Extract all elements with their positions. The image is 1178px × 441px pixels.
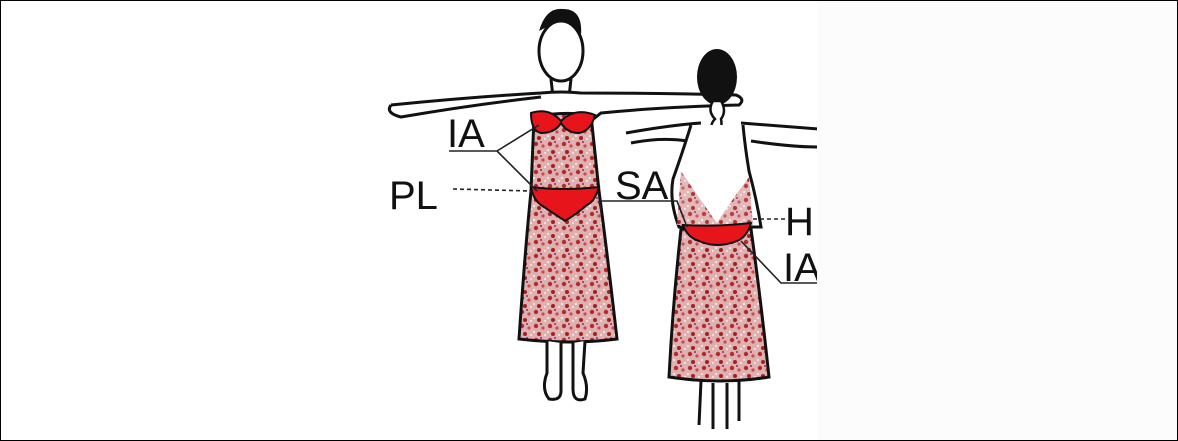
- front-legs: [544, 341, 586, 400]
- back-dress: [669, 229, 769, 381]
- front-dress: [519, 113, 617, 342]
- label-back-ia: IA: [783, 246, 821, 290]
- label-front-sa: SA: [615, 164, 669, 208]
- leader-front-pl: [453, 189, 531, 191]
- label-back-hl: HI: [785, 200, 825, 244]
- label-front-pl: PL: [389, 174, 438, 218]
- back-legs: [699, 381, 739, 429]
- front-head: [539, 21, 583, 81]
- back-head: [697, 49, 737, 105]
- label-front-ia: IA: [447, 112, 485, 156]
